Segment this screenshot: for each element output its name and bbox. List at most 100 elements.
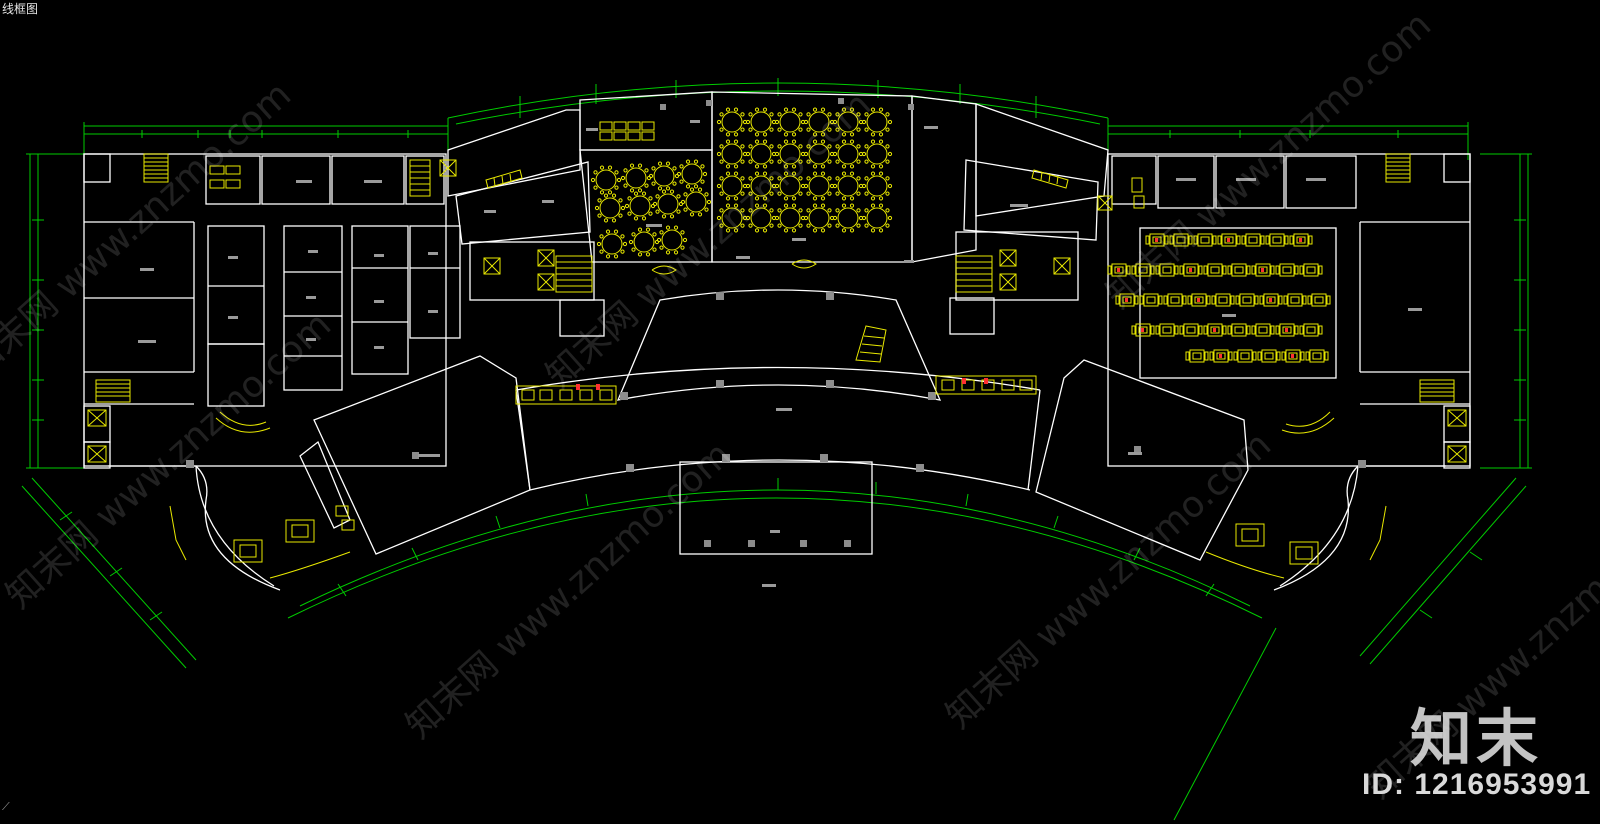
round-table — [716, 203, 748, 233]
red-chair-marker — [1269, 298, 1272, 302]
cafe-table-set — [1233, 349, 1257, 363]
round-table — [596, 229, 628, 259]
round-table — [774, 171, 806, 201]
cafe-table-set — [1265, 233, 1289, 247]
room-tags — [138, 120, 1422, 587]
cafe-table-set — [1217, 233, 1241, 247]
cafe-table-set — [1283, 293, 1307, 307]
dimension-lines — [21, 78, 1532, 821]
svg-text:知末网 www.znzmo.com: 知末网 www.znzmo.com — [939, 424, 1280, 736]
cafe-table-set — [1107, 263, 1131, 277]
cafe-table-set — [1131, 323, 1155, 337]
red-chair-marker — [1155, 238, 1158, 242]
red-chair-marker — [1197, 298, 1200, 302]
furniture — [169, 121, 1387, 579]
cafe-table-set — [1155, 263, 1179, 277]
elevators — [87, 159, 1467, 463]
red-chair-marker — [1213, 328, 1216, 332]
cafe-table-set — [1131, 263, 1155, 277]
restaurant-table-sets — [1107, 233, 1331, 363]
cafe-table-set — [1155, 323, 1179, 337]
cafe-table-set — [1179, 323, 1203, 337]
cafe-table-set — [1251, 263, 1275, 277]
cafe-table-set — [1235, 293, 1259, 307]
cafe-table-set — [1163, 293, 1187, 307]
round-table — [624, 191, 656, 221]
round-table — [590, 165, 622, 195]
cafe-table-set — [1299, 263, 1323, 277]
cafe-table-set — [1227, 323, 1251, 337]
cafe-table-set — [1275, 323, 1299, 337]
cafe-table-set — [1187, 293, 1211, 307]
cafe-table-set — [1211, 293, 1235, 307]
round-table — [745, 171, 777, 201]
red-chair-marker — [1285, 328, 1288, 332]
red-chair-marker — [1141, 328, 1144, 332]
svg-text:知末网 www.znzmo.com: 知末网 www.znzmo.com — [0, 74, 299, 386]
red-chair-marker — [1291, 354, 1294, 358]
round-table — [832, 139, 864, 169]
svg-text:知末网 www.znzmo.com: 知末网 www.znzmo.com — [1099, 4, 1440, 316]
round-table — [745, 203, 777, 233]
cafe-table-set — [1241, 233, 1265, 247]
round-table — [861, 139, 893, 169]
asset-id-label: ID: 1216953991 — [1362, 768, 1592, 801]
drawing-tab-title[interactable]: 线框图 — [0, 0, 43, 18]
red-chair-marker — [1117, 268, 1120, 272]
round-table — [774, 203, 806, 233]
accent-chair-markers — [576, 238, 1302, 390]
cafe-table-set — [1179, 263, 1203, 277]
cafe-table-set — [1259, 293, 1283, 307]
round-table — [745, 139, 777, 169]
round-table — [652, 189, 684, 219]
cafe-table-set — [1299, 323, 1323, 337]
cafe-table-set — [1281, 349, 1305, 363]
round-table — [680, 187, 712, 217]
round-table — [832, 171, 864, 201]
round-table — [803, 203, 835, 233]
columns — [186, 98, 1366, 547]
round-table — [745, 107, 777, 137]
round-table — [716, 139, 748, 169]
round-table — [861, 203, 893, 233]
cafe-table-set — [1139, 293, 1163, 307]
cafe-table-set — [1305, 349, 1329, 363]
cafe-table-set — [1251, 323, 1275, 337]
round-table — [716, 107, 748, 137]
round-table — [716, 171, 748, 201]
stairs — [95, 153, 1455, 403]
round-table — [832, 107, 864, 137]
red-chair-marker — [576, 384, 580, 390]
cafe-table-set — [1257, 349, 1281, 363]
round-table — [676, 159, 708, 189]
red-chair-marker — [1189, 268, 1192, 272]
cafe-table-set — [1115, 293, 1139, 307]
cafe-table-set — [1307, 293, 1331, 307]
brand-logo: 知末 — [1410, 702, 1543, 775]
walls — [83, 91, 1471, 591]
cafe-table-set — [1193, 233, 1217, 247]
red-chair-marker — [1227, 238, 1230, 242]
red-chair-marker — [962, 378, 966, 384]
ucs-axis-icon: ⟋ — [2, 800, 10, 813]
red-chair-marker — [596, 384, 600, 390]
round-table — [861, 107, 893, 137]
cafe-table-set — [1275, 263, 1299, 277]
red-chair-marker — [984, 378, 988, 384]
cafe-table-set — [1209, 349, 1233, 363]
round-table — [648, 161, 680, 191]
cafe-table-set — [1145, 233, 1169, 247]
round-table — [656, 225, 688, 255]
round-table — [803, 171, 835, 201]
red-chair-marker — [1299, 238, 1302, 242]
round-table — [594, 193, 626, 223]
red-chair-marker — [1261, 268, 1264, 272]
svg-text:知末网 www.znzmo.com: 知末网 www.znzmo.com — [0, 304, 339, 616]
red-chair-marker — [1219, 354, 1222, 358]
cafe-table-set — [1203, 263, 1227, 277]
red-chair-marker — [1125, 298, 1128, 302]
cafe-table-set — [1203, 323, 1227, 337]
round-table — [628, 227, 660, 257]
